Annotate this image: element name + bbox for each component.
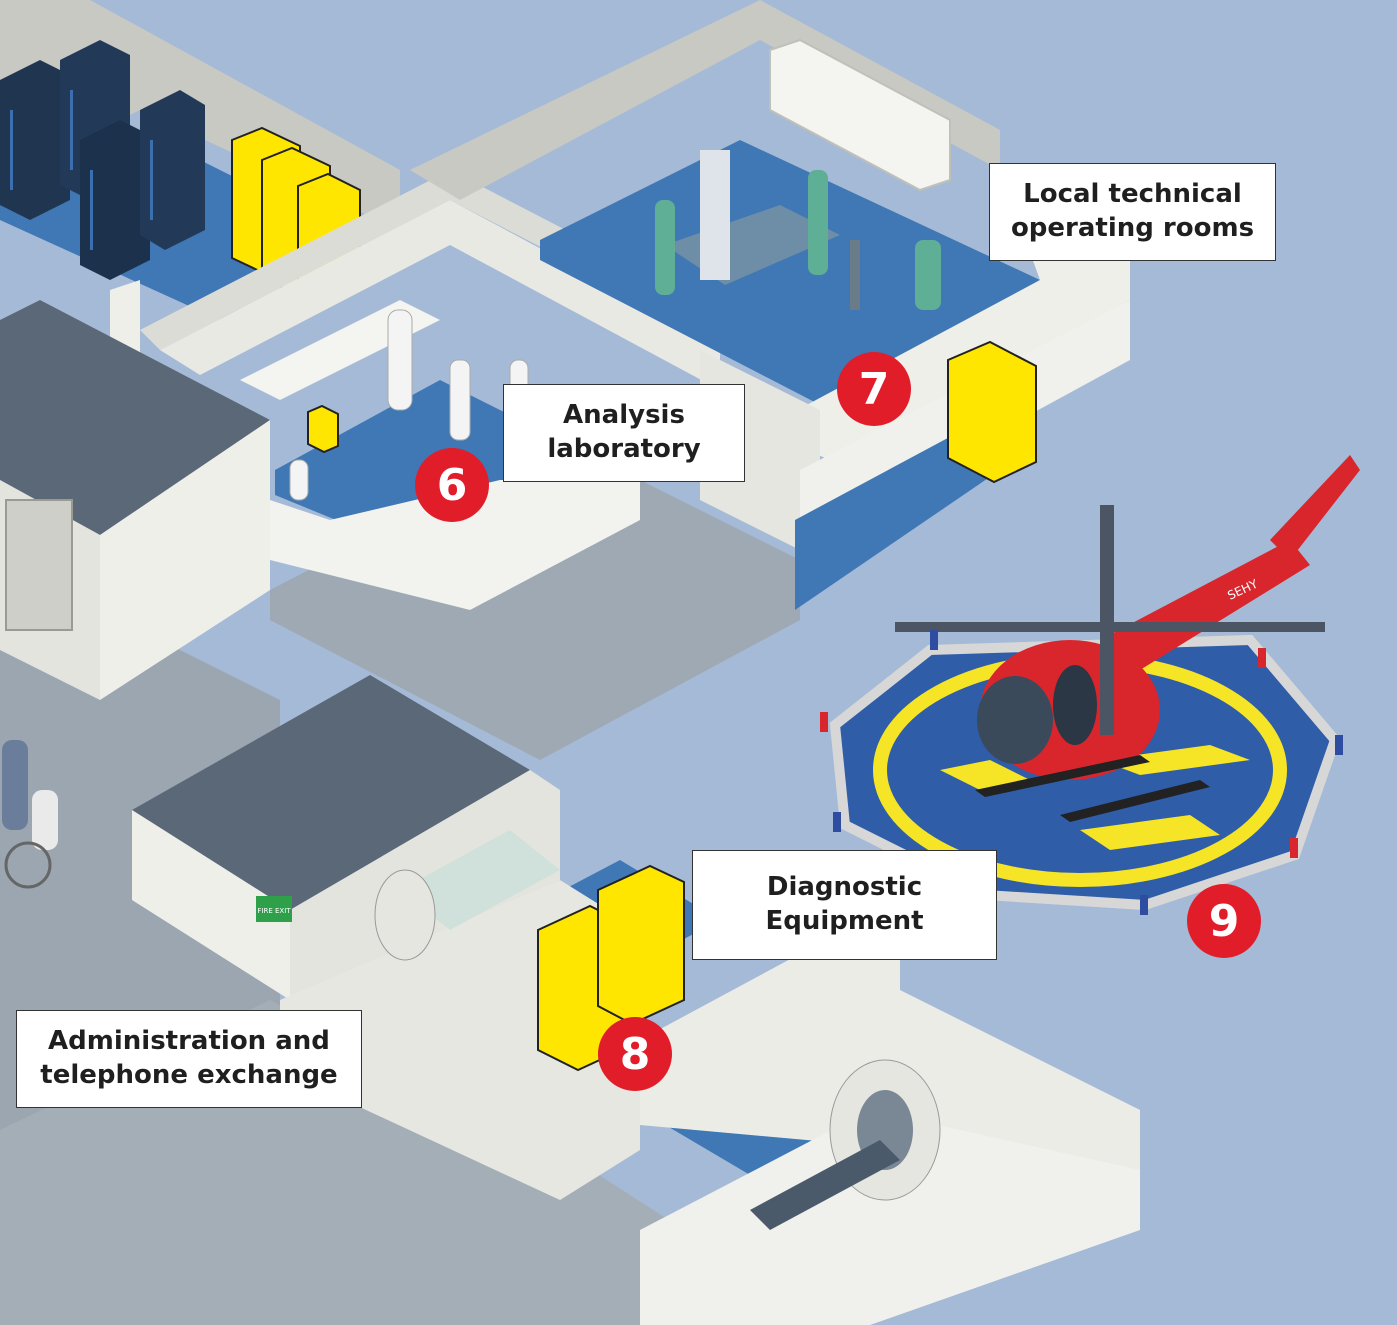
diagnostic-roof [132,675,530,910]
lab-front-wall [270,480,640,610]
corridor-floor-middle [270,440,800,760]
server-racks [0,40,205,280]
label-analysis-laboratory: Analysis laboratory [503,384,745,482]
label-operating-rooms: Local technical operating rooms [989,163,1276,261]
diagnostic-front-wall [132,810,290,1000]
helicopter: SEHY [895,455,1360,822]
ct-room-front-wall [640,1110,1140,1325]
fire-exit-text: FIRE EXIT [257,907,291,915]
ct-scanner [750,1059,941,1230]
helipad-lights [820,630,1343,915]
ct-room-back-wall [640,900,1140,1170]
badge-operating-rooms: 7 [837,352,911,426]
building-right-underside [795,410,1000,610]
badge-analysis-laboratory: 6 [415,448,489,522]
badge-helipad: 9 [1187,884,1261,958]
yellow-cabinet-operating [947,340,1037,484]
fire-exit-sign: FIRE EXIT [256,896,292,922]
elevator-door [5,499,73,631]
wheelchair-patient [2,740,58,889]
label-administration: Administration and telephone exchange [16,1010,362,1108]
shelving-unit [769,38,951,192]
label-diagnostic-equipment: Diagnostic Equipment [692,850,997,960]
operating-scene [655,150,941,310]
yellow-cabinet-lab [307,404,339,454]
roof-block-left [0,300,270,535]
badge-diagnostic-equipment: 8 [598,1017,672,1091]
roof-block-left-face [100,420,270,700]
mri-scanner [374,830,560,961]
